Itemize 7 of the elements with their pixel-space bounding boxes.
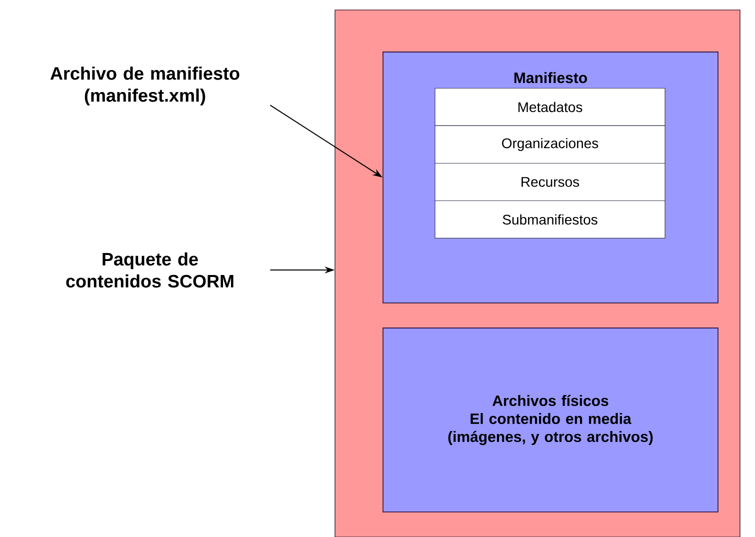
list-item-box: Organizaciones [434, 125, 666, 164]
list-item-box: Metadatos [434, 88, 666, 126]
section-box: Archivos físicos El contenido en media (imágenes, y otros archivos) [382, 328, 718, 512]
callout-text: Archivo de manifiesto (manifest.xml) [50, 66, 240, 106]
callout-text: Paquete de contenidos SCORM [66, 252, 234, 288]
list-item-box: Submanifiestos [434, 200, 666, 239]
list-item-box: Recursos [434, 162, 666, 202]
